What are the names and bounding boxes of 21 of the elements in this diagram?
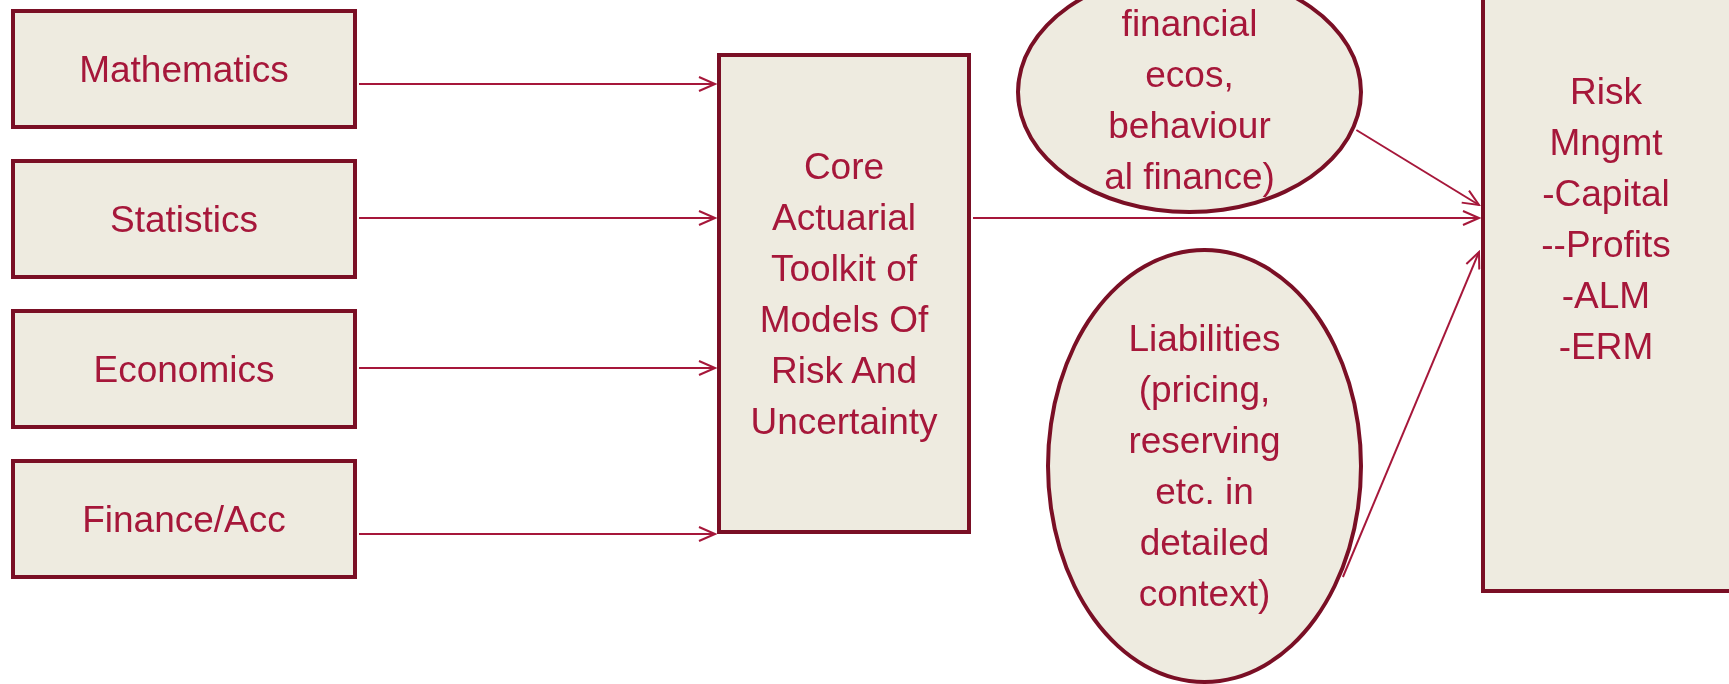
arrow [358,76,716,92]
process-box [11,459,357,579]
node-label: Core Actuarial Toolkit of Models Of Risk And Uncertainty [749,144,939,444]
arrow [358,360,716,376]
arrow [1341,251,1481,578]
process-box [11,309,357,429]
node-label: Mathematics [79,47,289,92]
arrow [358,210,716,226]
node-label: Finance/Acc [82,497,286,542]
node-label: Statistics [109,197,258,242]
process-box [11,9,357,129]
arrow [358,526,716,542]
process-box [1481,0,1729,593]
arrow [1355,129,1480,206]
node-label: Risk Mngmt -Capital --Profits -ALM -ERM [1540,70,1672,369]
node-label: Liabilities (pricing, reserving etc. in detailed context) [1127,317,1282,616]
node-label: Economics [93,347,275,392]
arrow [972,210,1480,226]
process-box [717,53,971,534]
node-label: financial ecos, behaviour al finance) [1103,2,1276,199]
process-box [11,159,357,279]
